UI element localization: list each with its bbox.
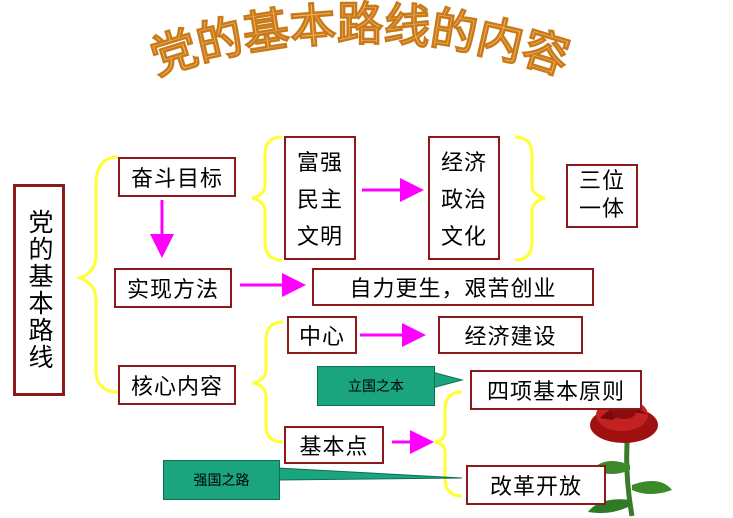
callout-principle: 立国之本: [317, 366, 435, 406]
callout-reform-pointer: [278, 468, 462, 480]
goal-items: 富强 民主 文明: [284, 136, 356, 260]
goal-item: 民主: [297, 182, 343, 214]
goal-aspect: 政治: [441, 182, 487, 214]
main-brace: [80, 157, 118, 392]
main-label: 党的基本路线: [13, 184, 65, 396]
center-value: 经济建设: [438, 316, 583, 354]
center-label: 中心: [287, 316, 357, 354]
goal-aspect: 文化: [441, 219, 487, 251]
basic-point-label: 基本点: [284, 426, 384, 464]
goal-aspect: 经济: [441, 145, 487, 177]
goal-item: 富强: [297, 145, 343, 177]
goal-aspects: 经济 政治 文化: [428, 136, 500, 260]
core-brace: [253, 322, 283, 442]
method-value: 自力更生，艰苦创业: [312, 268, 594, 306]
reform-box: 改革开放: [466, 465, 606, 505]
principle-box: 四项基本原则: [470, 370, 642, 410]
callout-principle-pointer: [432, 372, 462, 388]
basic-point-brace: [435, 392, 462, 496]
callout-reform: 强国之路: [163, 460, 280, 500]
method-label: 实现方法: [114, 268, 232, 308]
core-label: 核心内容: [118, 365, 236, 405]
aspect-brace: [515, 137, 545, 260]
goal-brace: [252, 137, 282, 260]
goal-item: 文明: [297, 219, 343, 251]
goal-label: 奋斗目标: [118, 157, 236, 197]
goal-summary: 三位一体: [566, 164, 638, 228]
